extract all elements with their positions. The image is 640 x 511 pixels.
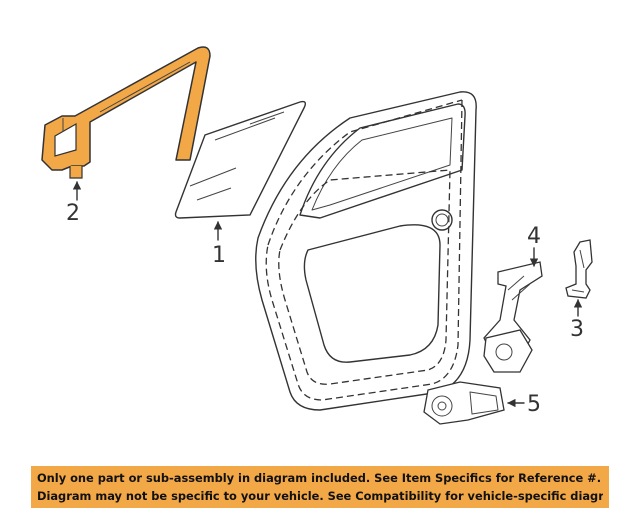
regulator-motor-gear — [495, 343, 513, 361]
door-window-inner — [311, 117, 453, 211]
disclaimer-banner: Only one part or sub-assembly in diagram… — [31, 466, 609, 508]
door-outer — [255, 91, 477, 411]
guide-bracket-part[interactable] — [565, 239, 593, 299]
channel-lip — [62, 61, 191, 132]
callout-3-label: 3 — [570, 317, 584, 342]
channel-inner-window — [54, 122, 77, 157]
door-speaker-hole — [431, 209, 453, 231]
motor-housing — [423, 381, 505, 425]
motor-gear-left-hub — [437, 401, 447, 411]
callout-4-label: 4 — [527, 224, 541, 249]
callout-2-label: 2 — [66, 201, 80, 226]
glass-outline — [174, 100, 307, 219]
glass-reflection — [189, 111, 285, 201]
motor-barrel — [469, 391, 499, 415]
regulator-motor-body — [483, 329, 533, 373]
window-regulator-part[interactable] — [483, 261, 543, 373]
motor-gear-left — [431, 395, 453, 417]
glass-run-channel-part[interactable] — [41, 46, 211, 179]
disclaimer-line-2: Diagram may not be specific to your vehi… — [37, 489, 603, 503]
disclaimer-line-1: Only one part or sub-assembly in diagram… — [37, 471, 602, 485]
window-motor-part[interactable] — [423, 381, 505, 425]
bracket-detail — [571, 249, 585, 293]
rear-door-shell — [255, 91, 477, 411]
door-dash-outer — [265, 99, 463, 401]
door-window-frame — [299, 103, 466, 219]
door-glass-part[interactable] — [174, 100, 307, 219]
door-dash-inner — [278, 169, 451, 385]
regulator-cable — [507, 275, 531, 301]
callout-1-label: 1 — [212, 243, 226, 268]
door-inner-panel — [303, 224, 441, 363]
channel-tab — [69, 166, 83, 179]
callout-5-label: 5 — [527, 392, 541, 417]
door-speaker-inner — [435, 213, 449, 227]
bracket-body — [565, 239, 593, 299]
